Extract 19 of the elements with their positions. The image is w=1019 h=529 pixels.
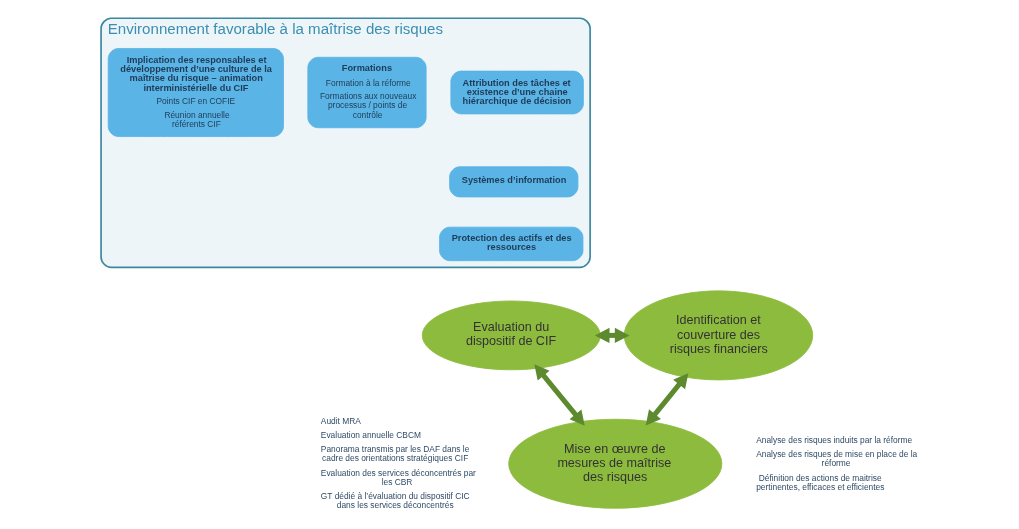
- node-ellipse: Evaluation du dispositif de CIF: [421, 300, 601, 371]
- node-label: Panorama transmis par les DAF dans le cadre des orientations stratégiques CIF: [320, 444, 469, 464]
- node-label: Définition des actions de maitrise pertinentes, efficaces et efficientes: [755, 472, 884, 492]
- node-ellipse: Mise en œuvre de mesures de maîtrise des risques: [507, 418, 722, 509]
- node-ellipse: Identification et couverture des risques financiers: [623, 290, 813, 381]
- node-box: Attribution des tâches et existence d’une chaine hiérarchique de décision: [449, 70, 584, 115]
- node-box: Protection des actifs et des ressources: [438, 226, 583, 262]
- arrow: [645, 373, 688, 426]
- node-box: Systèmes d’information: [448, 166, 578, 198]
- arrow: [594, 327, 629, 344]
- node-label: Evaluation des services déconcentrés par les CBR: [320, 467, 476, 487]
- node-label: GT dédié à l’évaluation du dispositif CIC dans les services déconcentrés: [320, 490, 470, 511]
- node-box: Formations Formation à la réforme Formations aux nouveaux processus / points de contrôle: [306, 56, 427, 129]
- node-label: Analyse des risques induits par la réforme: [755, 434, 912, 445]
- node-label: Analyse des risques de mise en place de la réforme: [755, 449, 917, 469]
- arrow: [533, 364, 585, 426]
- node-label: Audit MRA: [320, 415, 361, 426]
- node-label: Evaluation annuelle CBCM: [320, 429, 421, 440]
- node-box: Implication des responsables et développement d’une culture de la maîtrise du risque – animation interministérielle du CIF Points CIF en COFIE Réunion annuelle référents CIF: [107, 48, 284, 137]
